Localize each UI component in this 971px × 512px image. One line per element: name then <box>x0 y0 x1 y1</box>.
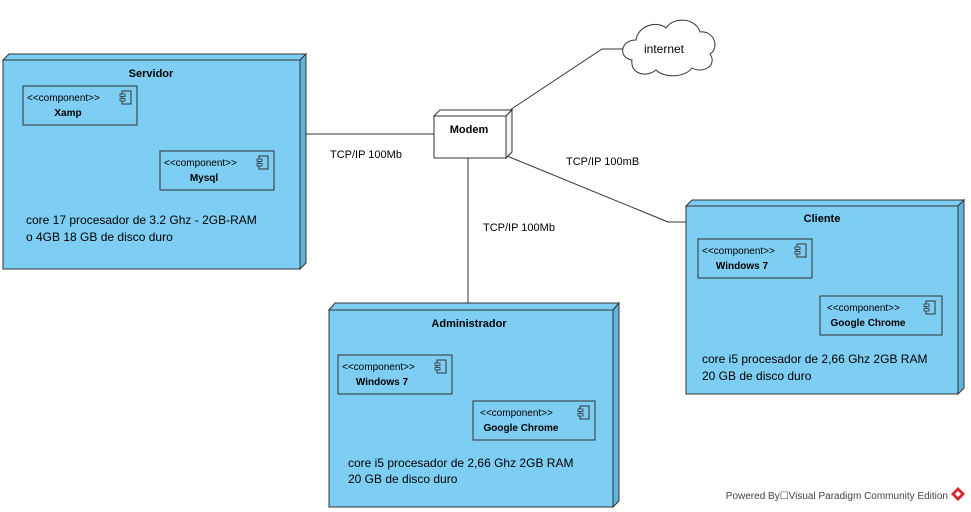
edge-label-servidor-modem: TCP/IP 100Mb <box>330 149 402 161</box>
node-administrador[interactable]: Administrador <<component>> Windows 7 <<… <box>327 301 621 509</box>
component-google-chrome[interactable]: <<component>> Google Chrome <box>472 400 596 441</box>
component-name: Windows 7 <box>716 261 769 272</box>
node-cliente-title: Cliente <box>804 213 841 225</box>
node-cliente-desc-line-1: core i5 procesador de 2,66 Ghz 2GB RAM <box>702 352 927 366</box>
component-icon <box>923 300 936 315</box>
node-cliente-top <box>684 199 966 207</box>
component-stereotype: <<component>> <box>164 158 237 169</box>
node-modem[interactable]: Modem <box>432 108 514 160</box>
edge-modem-internet[interactable] <box>509 48 625 111</box>
connectors <box>306 48 686 303</box>
component-mysql[interactable]: <<component>> Mysql <box>159 150 275 191</box>
component-name: Google Chrome <box>483 423 558 434</box>
edge-label-modem-cliente: TCP/IP 100mB <box>566 156 639 168</box>
component-stereotype: <<component>> <box>480 408 553 419</box>
node-servidor-desc-line-1: core 17 procesador de 3.2 Ghz - 2GB-RAM <box>26 213 257 227</box>
component-icon <box>119 90 132 105</box>
component-windows-7[interactable]: <<component>> Windows 7 <box>697 238 813 279</box>
cloud-icon <box>622 19 716 77</box>
node-servidor-desc-line-2: o 4GB 18 GB de disco duro <box>26 230 173 244</box>
node-cliente-body <box>685 205 959 395</box>
node-modem-side <box>505 108 513 160</box>
component-windows-7[interactable]: <<component>> Windows 7 <box>337 354 453 395</box>
cloud-internet[interactable]: internet <box>622 19 716 77</box>
component-google-chrome[interactable]: <<component>> Google Chrome <box>819 295 943 336</box>
component-stereotype: <<component>> <box>27 93 100 104</box>
cloud-label: internet <box>644 42 685 56</box>
component-name: Xamp <box>54 108 81 119</box>
edge-modem-cliente[interactable] <box>506 155 686 223</box>
edge-label-modem-administrador: TCP/IP 100Mb <box>483 222 555 234</box>
node-administrador-body <box>328 309 614 508</box>
component-stereotype: <<component>> <box>702 246 775 257</box>
node-administrador-desc-line-2: 20 GB de disco duro <box>348 472 458 486</box>
component-xamp[interactable]: <<component>> Xamp <box>22 85 138 126</box>
node-cliente[interactable]: Cliente <<component>> Windows 7 <<compon… <box>684 198 966 396</box>
component-name: Mysql <box>190 173 219 184</box>
node-servidor-side <box>299 52 307 271</box>
node-modem-body <box>433 115 507 159</box>
powered-by-footer: Powered By☐Visual Paradigm Community Edi… <box>726 491 948 502</box>
visual-paradigm-logo-icon <box>951 487 965 501</box>
node-administrador-title: Administrador <box>431 318 507 330</box>
node-servidor[interactable]: Servidor <<component>> Xamp <<component>… <box>1 52 308 271</box>
node-servidor-title: Servidor <box>129 68 174 80</box>
node-servidor-top <box>1 53 308 61</box>
node-administrador-top <box>327 302 621 311</box>
node-administrador-side <box>612 301 620 509</box>
component-stereotype: <<component>> <box>342 362 415 373</box>
component-name: Google Chrome <box>830 318 905 329</box>
component-icon <box>434 359 447 374</box>
node-cliente-desc-line-2: 20 GB de disco duro <box>702 369 812 383</box>
component-stereotype: <<component>> <box>827 303 900 314</box>
component-icon <box>794 243 807 258</box>
component-icon <box>577 405 590 420</box>
node-servidor-body <box>2 59 301 270</box>
node-modem-top <box>432 109 514 117</box>
node-modem-title: Modem <box>450 124 489 136</box>
component-name: Windows 7 <box>356 377 409 388</box>
node-cliente-side <box>957 198 965 396</box>
component-icon <box>256 155 269 170</box>
node-administrador-desc-line-1: core i5 procesador de 2,66 Ghz 2GB RAM <box>348 456 573 470</box>
